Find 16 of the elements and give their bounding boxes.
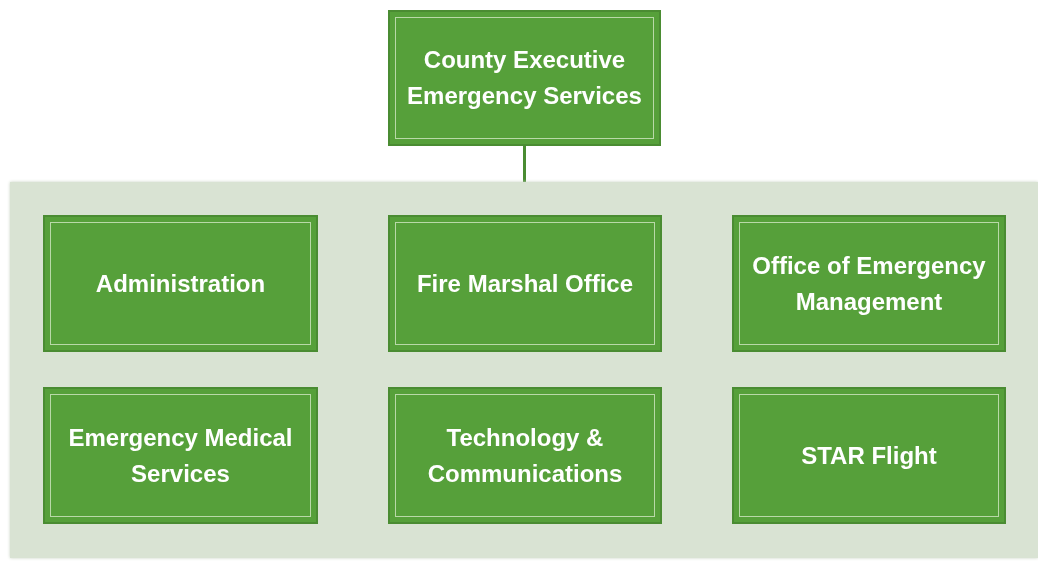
unit-name: Emergency Medical Services (67, 422, 294, 489)
connector-line (523, 146, 526, 182)
unit-box (732, 387, 1006, 524)
unit-name: Administration (94, 268, 267, 299)
unit-box (388, 10, 661, 146)
unit-box (43, 215, 318, 352)
unit-name: Fire Marshal Office (415, 268, 635, 299)
unit-name: Office of Emergency Management (751, 250, 987, 317)
unit-name: County Executive Emergency Services (406, 45, 643, 111)
unit-box (43, 387, 318, 524)
unit-name: STAR Flight (800, 440, 938, 471)
unit-box (388, 215, 662, 352)
unit-name: Technology & Communications (426, 422, 624, 489)
unit-box (732, 215, 1006, 352)
group-panel (10, 182, 1038, 558)
unit-box (388, 387, 662, 524)
